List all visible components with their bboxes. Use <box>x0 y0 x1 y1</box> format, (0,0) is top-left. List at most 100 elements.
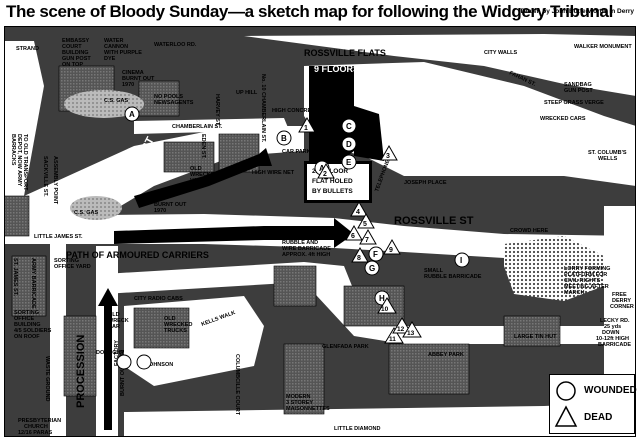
label-sorting-2: OFFICE YARD <box>54 264 91 270</box>
label-burnt-out-2: BURNT OUT <box>154 202 187 208</box>
legend-circle-icon <box>556 381 576 401</box>
svg-text:A: A <box>129 110 135 119</box>
cs-gas-cloud-top <box>64 90 144 118</box>
label-lecky-rd-3: DOWN <box>602 330 619 336</box>
dead-marker: 6 <box>345 224 363 241</box>
label-sorting-office-2: OFFICE <box>14 316 34 322</box>
label-strand: STRAND <box>16 46 39 52</box>
label-modern: MODERN <box>286 394 310 400</box>
label-free-derry: FREE <box>612 292 627 298</box>
label-high-concrete-wall: HIGH CONCRETE WALL <box>272 108 336 114</box>
label-abbey-park: ABBEY PARK <box>428 352 464 358</box>
label-gun-post-2: GUN POST <box>564 88 593 94</box>
dead-marker: 3 <box>380 144 398 161</box>
label-flat-holed: FLAT HOLED <box>312 178 353 185</box>
svg-text:5: 5 <box>363 221 367 228</box>
label-old-trucks: OLD <box>164 316 176 322</box>
svg-text:10: 10 <box>381 306 389 313</box>
wounded-marker: B <box>276 130 292 146</box>
label-by-bullets: BY BULLETS <box>312 188 353 195</box>
legend-dead: DEAD <box>554 405 632 431</box>
label-st-james-st: ST. JAMES ST. <box>12 258 18 296</box>
label-large-tin-hut: LARGE TIN HUT <box>514 334 557 340</box>
svg-text:A: A <box>319 164 325 173</box>
wounded-marker: G <box>364 260 380 276</box>
label-sorting-office: SORTING <box>14 310 39 316</box>
armoured-path-arrow-main <box>114 218 354 248</box>
crowd-area <box>504 236 604 301</box>
dead-marker: 10 <box>377 297 397 314</box>
buildings <box>4 65 561 415</box>
label-burnt-out: BURNT OUT <box>122 76 155 82</box>
legend: WOUNDED DEAD <box>549 374 637 434</box>
map-credit: Drawn by John Butterworth, in Derry <box>520 8 634 15</box>
dead-marker: 5 <box>357 212 375 229</box>
dead-marker: 2 <box>317 162 335 179</box>
label-assembly-point: ASSEMBLY POINT <box>52 156 58 205</box>
label-rubble-2: WIRE BARRICADE <box>282 246 331 252</box>
label-no10-chamberlain: No. 10 CHAMBERLAIN ST. <box>260 74 266 143</box>
label-newsagents: NEWSAGENTS <box>154 100 194 106</box>
dead-marker: 4 <box>350 200 368 217</box>
svg-text:3: 3 <box>386 153 390 160</box>
label-sorting-office-3: BUILDING <box>14 322 41 328</box>
label-court: COURT <box>62 44 82 50</box>
wounded-markers: A B C D E A F G H I <box>116 106 470 370</box>
svg-text:12: 12 <box>397 326 405 333</box>
label-3-storey: 3 STOREY <box>286 400 313 406</box>
label-glenfada-park: GLENFADA PARK <box>322 344 369 350</box>
label-donaghy: DONAGHY <box>96 350 124 356</box>
dead-marker: 13 <box>402 321 422 338</box>
legend-triangle-icon <box>554 405 578 427</box>
label-path-armoured: PATH OF ARMOURED CARRIERS <box>66 250 209 260</box>
svg-text:G: G <box>369 264 375 273</box>
label-joseph-place: JOSEPH PLACE <box>404 180 447 186</box>
label-sorting: SORTING <box>54 258 79 264</box>
svg-text:7: 7 <box>365 237 369 244</box>
label-city-walls: CITY WALLS <box>484 50 518 56</box>
wounded-marker: A <box>124 106 140 122</box>
label-lorry-5: MARCH <box>564 290 584 296</box>
wounded-marker: I <box>454 252 470 268</box>
label-to-old-transport-1: TO OLD TRANSPORT <box>22 134 28 191</box>
label-steep-grass-verge: STEEP GRASS VERGE <box>544 100 604 106</box>
label-water-cannon-4: DYE <box>104 56 116 62</box>
procession-arrow <box>98 288 118 430</box>
svg-text:F: F <box>373 250 378 259</box>
label-lorry: LORRY FORMING <box>564 266 610 272</box>
svg-text:8: 8 <box>357 255 361 262</box>
label-lorry-4: MEETING AFTER <box>564 284 609 290</box>
label-st-columbs: ST. COLUMB'S <box>588 150 627 156</box>
label-old-wreck-car-2: WRECK <box>108 318 129 324</box>
wounded-marker-johnson <box>136 354 152 370</box>
svg-text:6: 6 <box>351 233 355 240</box>
label-army-barricade: ARMY BARRICADE <box>30 258 36 309</box>
label-free-derry-2: DERRY <box>612 298 631 304</box>
label-high-wire-net: HIGH WIRE NET <box>252 170 295 176</box>
dead-marker: 9 <box>383 238 401 255</box>
svg-text:C: C <box>346 122 352 131</box>
label-johnson: JOHNSON <box>146 362 173 368</box>
label-nine-floors: 9 FLOORS <box>314 64 359 74</box>
label-maisonnettes: MAISONNETTES <box>286 406 330 412</box>
label-lecky-rd: LECKY RD. <box>600 318 630 324</box>
svg-text:D: D <box>346 140 352 149</box>
svg-text:4: 4 <box>356 209 360 216</box>
label-small-rubble-2: RUBBLE BARRICADE <box>424 274 482 280</box>
label-presbyterian: PRESBYTERIAN <box>18 418 61 424</box>
label-rossville-st: ROSSVILLE ST <box>394 215 474 227</box>
label-to-old-transport-3: BARRACKS <box>10 134 16 166</box>
label-on-top: ON TOP <box>62 62 83 68</box>
svg-text:2: 2 <box>323 171 327 178</box>
label-to-old-transport-2: DEPOT, NOW ARMY <box>16 134 22 187</box>
label-walker-monument: WALKER MONUMENT <box>574 44 632 50</box>
label-factory: FACTORY <box>114 340 120 366</box>
label-crowd-here: CROWD HERE <box>510 228 549 234</box>
dead-marker: 1 <box>298 116 316 133</box>
label-building: BUILDING <box>62 50 89 56</box>
wounded-marker: F <box>368 246 384 262</box>
label-burnt-out-1970: BURNT OUT 1970 <box>120 350 126 396</box>
label-sorting-office-5: ON ROOF <box>14 334 40 340</box>
rossville-flats-wing <box>354 106 384 161</box>
label-cs-gas-mid: C.S. GAS <box>74 210 98 216</box>
